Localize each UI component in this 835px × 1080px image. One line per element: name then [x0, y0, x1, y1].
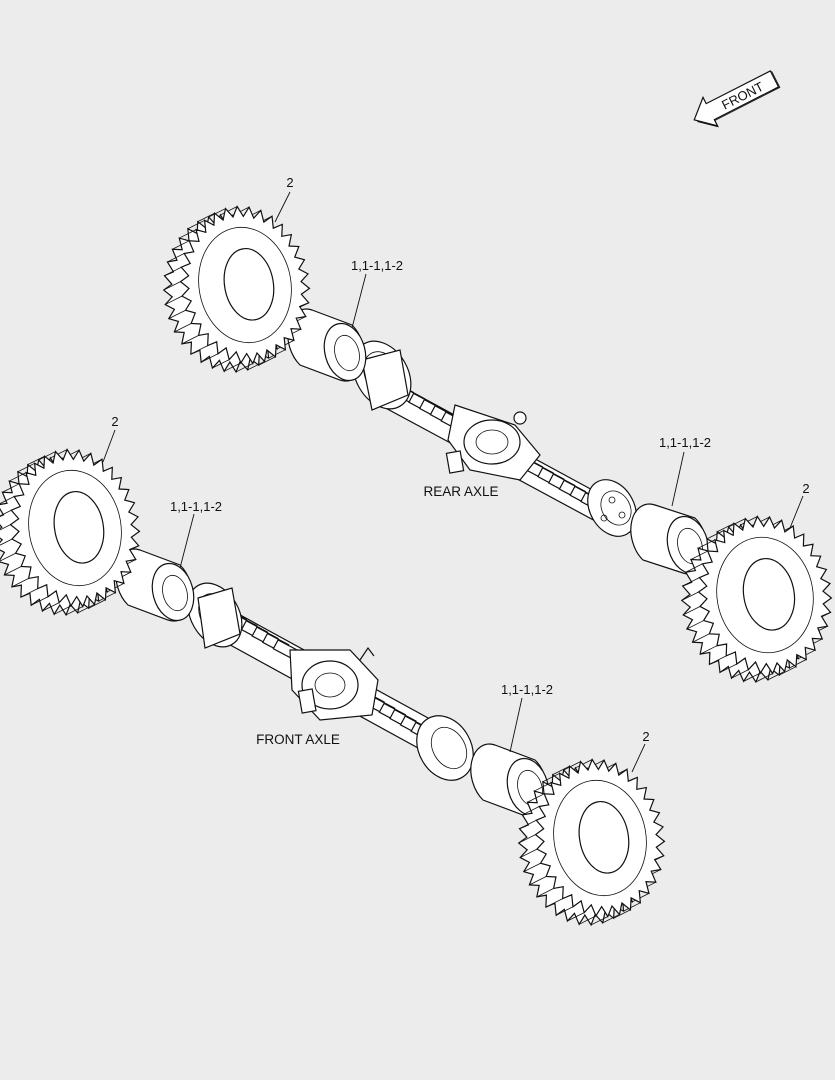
front-left-tire: [0, 448, 141, 617]
rear-right-rim: [630, 503, 710, 575]
front-axle-label: FRONT AXLE: [256, 732, 340, 747]
front-axle-assembly: [0, 448, 666, 927]
front-right-rim: [470, 743, 550, 817]
front-left-rim: [115, 548, 195, 622]
front-right-tire: [517, 758, 666, 927]
rear-left-tire: [162, 205, 311, 374]
callout-rear-right-rim: 1,1-1,1-2: [659, 435, 711, 450]
rear-left-rim: [287, 308, 367, 382]
rear-axle-housing: [352, 340, 637, 537]
rear-axle-label: REAR AXLE: [423, 484, 498, 499]
callout-front-left-tire: 2: [111, 414, 118, 429]
leader-lines: [102, 191, 804, 773]
callout-rear-left-rim: 1,1-1,1-2: [351, 258, 403, 273]
callout-front-right-tire: 2: [642, 729, 649, 744]
front-axle-housing: [187, 582, 474, 781]
front-direction-arrow: FRONT: [693, 70, 781, 128]
rear-right-tire: [680, 515, 833, 684]
callout-front-right-rim: 1,1-1,1-2: [501, 682, 553, 697]
callout-rear-left-tire: 2: [286, 175, 293, 190]
front-arrow-label: FRONT: [719, 79, 766, 113]
rear-axle-assembly: [162, 205, 833, 684]
callout-front-left-rim: 1,1-1,1-2: [170, 499, 222, 514]
callout-rear-right-tire: 2: [802, 481, 809, 496]
